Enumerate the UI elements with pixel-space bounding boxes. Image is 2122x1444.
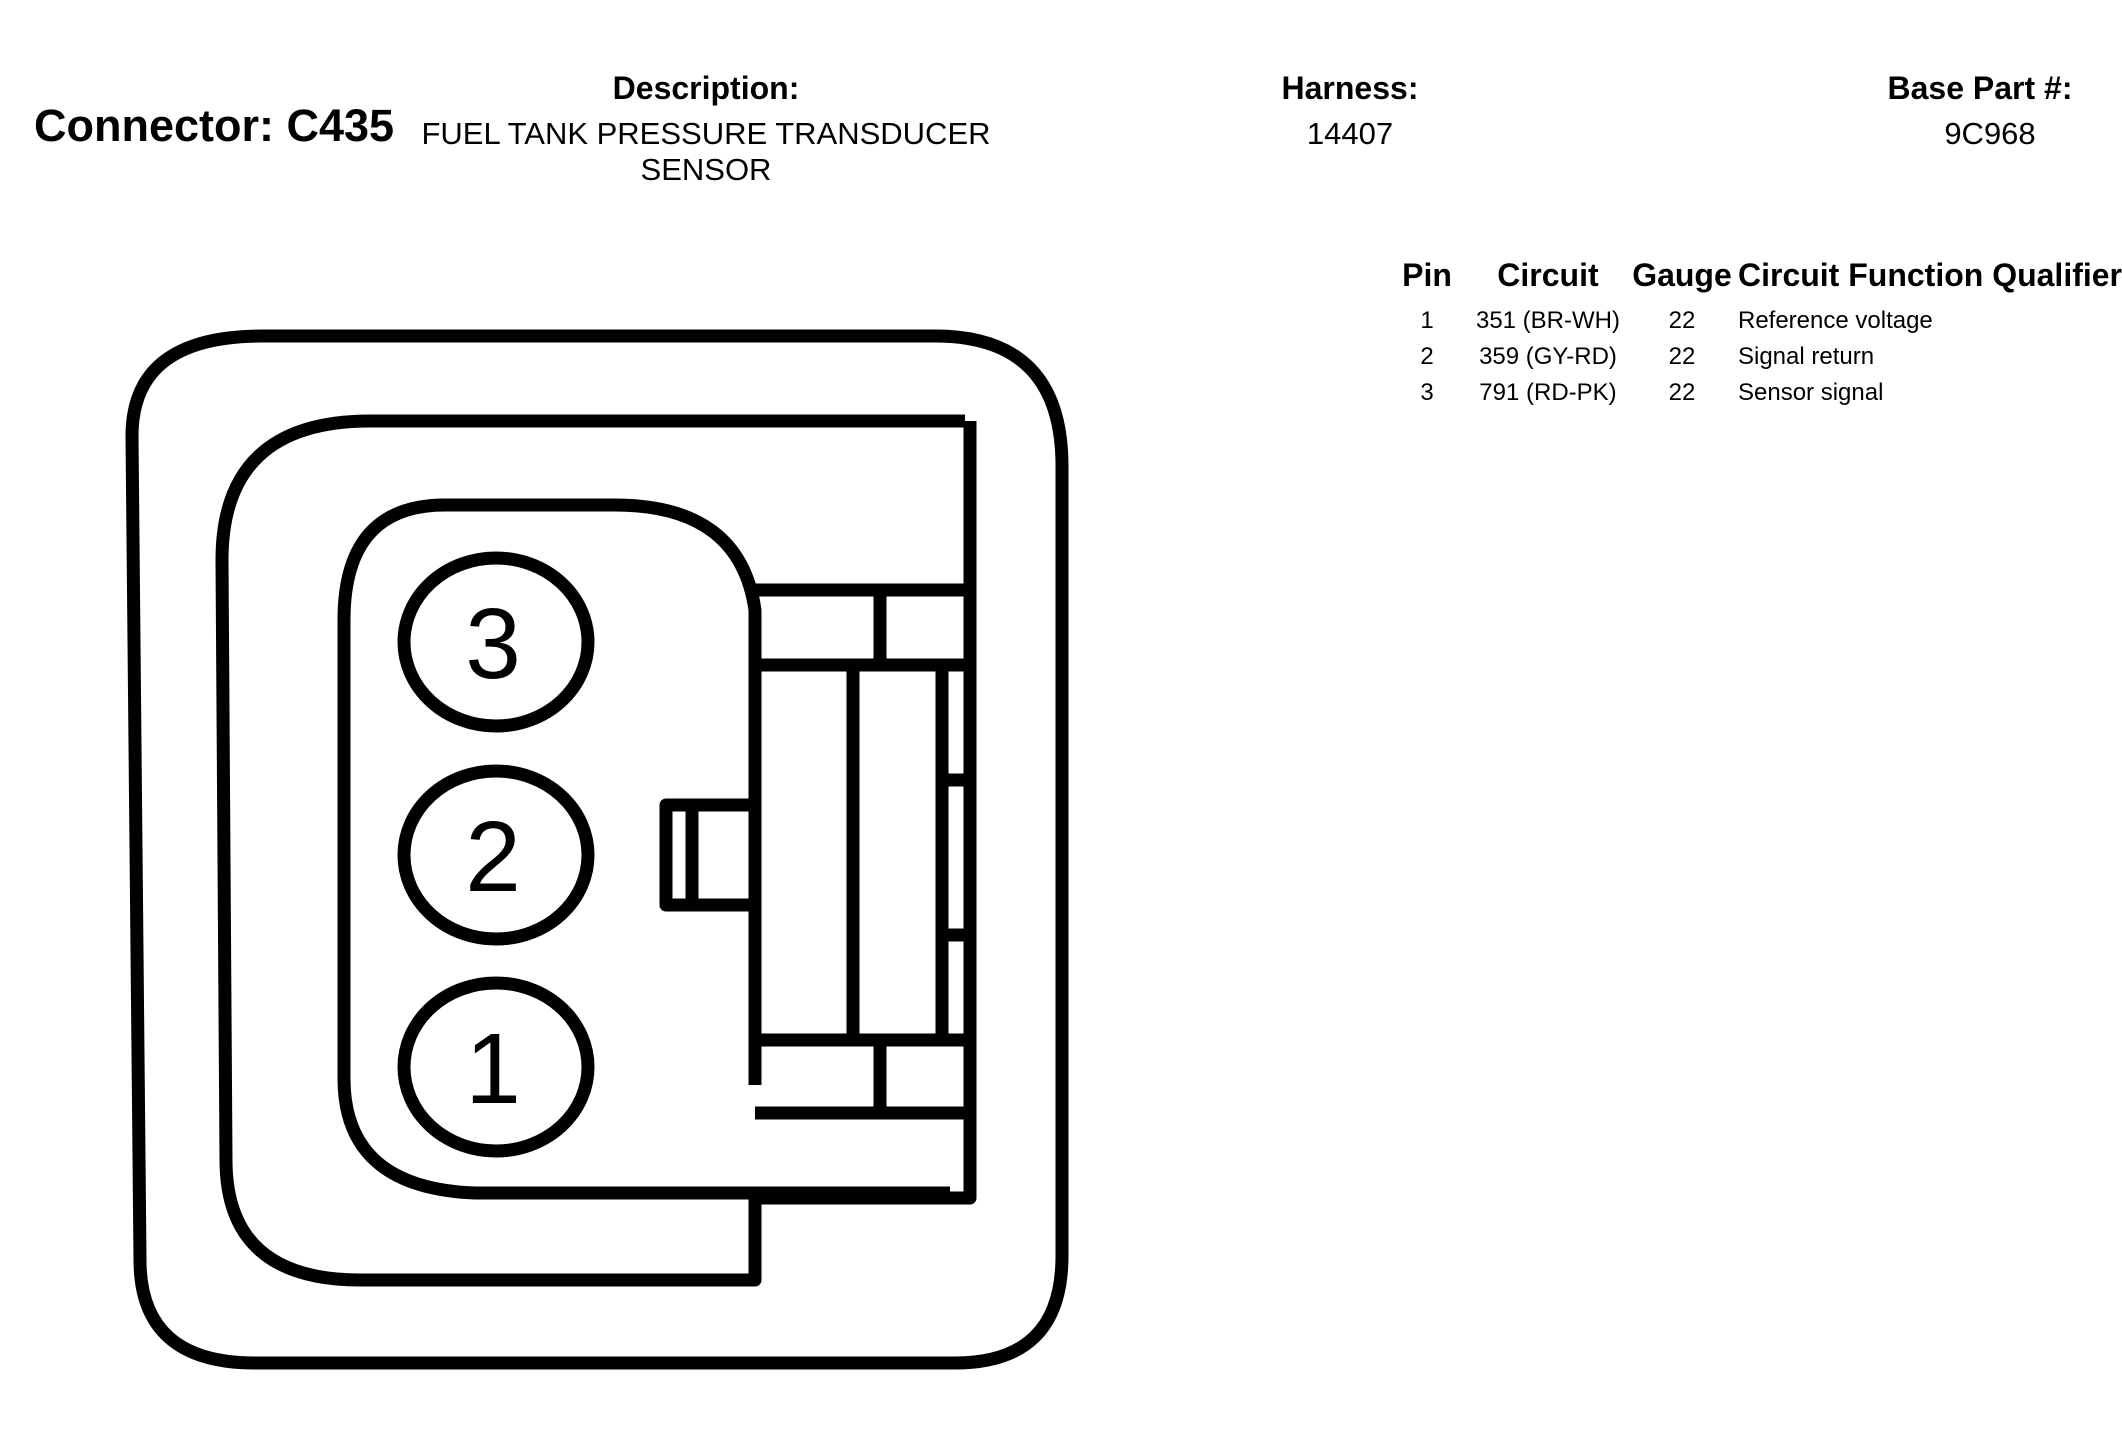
pin-cavity-body xyxy=(337,498,950,1200)
description-label: Description: xyxy=(612,70,800,106)
pin-table: Pin Circuit Gauge Circuit Function Quali… xyxy=(1386,255,2122,411)
base-part-label: Base Part #: xyxy=(1887,70,2073,106)
gauge-cell: 22 xyxy=(1668,379,1696,406)
gauge-cell: 22 xyxy=(1668,307,1696,334)
pin-column-header: Pin xyxy=(1402,256,1452,293)
pin-table-header-row: Pin Circuit Gauge Circuit Function Quali… xyxy=(1386,255,2122,303)
function-cell: Signal return xyxy=(1737,343,1875,370)
circuit-cell: 351 (BR-WH) xyxy=(1475,307,1620,334)
gauge-column-header: Gauge xyxy=(1632,256,1732,293)
harness-label: Harness: xyxy=(1281,70,1419,106)
pin-3-circle xyxy=(397,551,595,733)
function-cell: Reference voltage xyxy=(1737,307,1933,334)
pin-cell: 2 xyxy=(1420,343,1434,370)
connector-outer-housing xyxy=(125,329,1069,1370)
table-row: 1 351 (BR-WH) 22 Reference voltage xyxy=(1386,303,2122,339)
pin-1-label: 1 xyxy=(465,1013,521,1125)
harness-value: 14407 xyxy=(1306,116,1394,151)
pin-cell: 1 xyxy=(1420,307,1434,334)
base-part-value: 9C968 xyxy=(1944,116,2036,151)
connector-inner-housing xyxy=(215,414,977,1287)
circuit-column-header: Circuit xyxy=(1497,256,1599,293)
locking-latch-frame xyxy=(755,583,968,1120)
description-line-1: FUEL TANK PRESSURE TRANSDUCER xyxy=(421,116,991,151)
pin-1-circle xyxy=(397,976,595,1158)
pin-3-label: 3 xyxy=(465,588,521,700)
function-cell: Sensor signal xyxy=(1737,379,1884,406)
pin-2-circle xyxy=(397,764,595,946)
gauge-cell: 22 xyxy=(1668,343,1696,370)
function-column-header: Circuit Function Qualifier xyxy=(1737,256,2122,293)
polarization-key xyxy=(659,798,755,912)
circuit-cell: 359 (GY-RD) xyxy=(1479,343,1617,370)
circuit-cell: 791 (RD-PK) xyxy=(1479,379,1617,406)
description-line-2: SENSOR xyxy=(640,152,772,187)
table-row: 2 359 (GY-RD) 22 Signal return xyxy=(1386,339,2122,375)
connector-title: Connector: C435 xyxy=(34,100,395,151)
pin-cell: 3 xyxy=(1420,379,1434,406)
table-row: 3 791 (RD-PK) 22 Sensor signal xyxy=(1386,375,2122,411)
pin-2-label: 2 xyxy=(465,801,521,913)
